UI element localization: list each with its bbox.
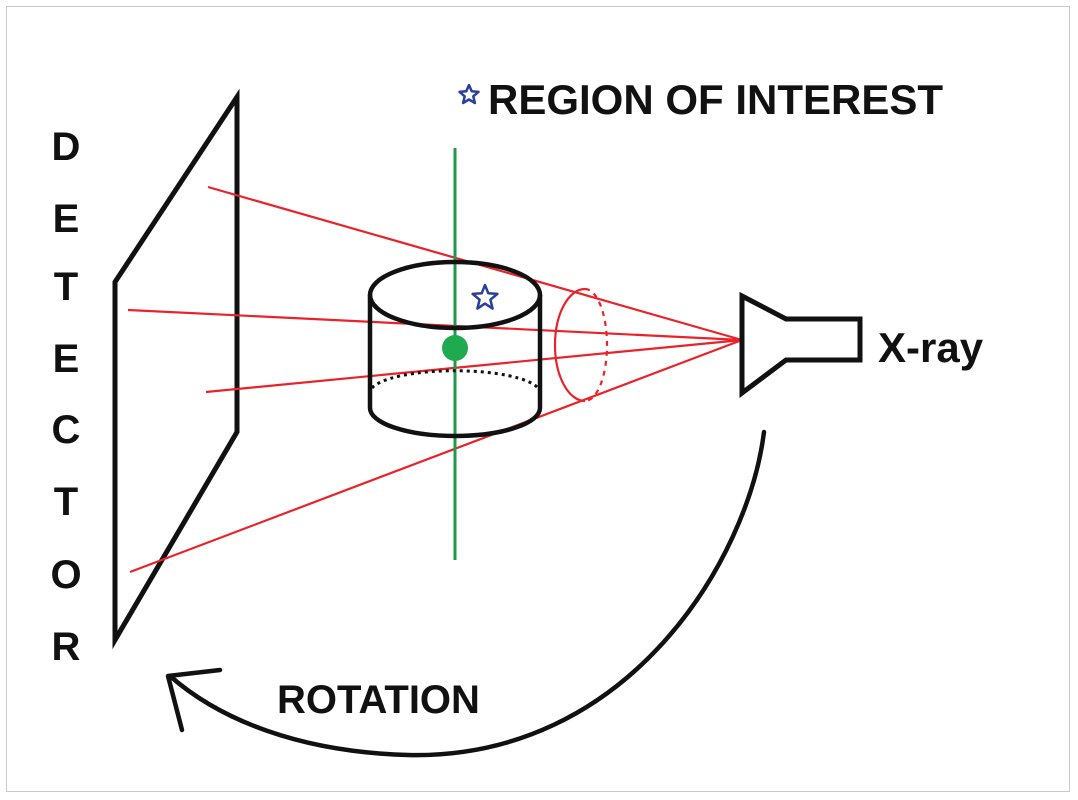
rotation-label: ROTATION (277, 678, 480, 722)
detector-letter: E (53, 337, 80, 381)
xray-source (739, 291, 863, 398)
beam-ellipse-front (553, 287, 586, 403)
detector-letter: R (52, 625, 81, 669)
detector-letter: O (50, 553, 81, 597)
rotation-arrow (165, 429, 767, 758)
beam-ray (205, 338, 743, 394)
cylinder-bottom-front (367, 407, 543, 439)
detector-label: D E T E C T O R (50, 125, 81, 669)
cylinder-bottom-back (370, 369, 540, 390)
xray-label: X-ray (878, 324, 984, 371)
beam-ray (129, 338, 743, 574)
dot-icon (442, 335, 468, 361)
rotation-arrowhead (165, 667, 223, 733)
star-icon (458, 83, 480, 105)
detector-letter: E (53, 197, 80, 241)
roi-legend: REGION OF INTEREST (458, 76, 943, 123)
detector-letter: D (52, 125, 81, 169)
rotation-arc (167, 429, 767, 758)
detector-letter: T (54, 480, 78, 524)
detector-letter: T (54, 265, 78, 309)
beam-rays (127, 185, 743, 574)
roi-label: REGION OF INTEREST (488, 76, 943, 123)
beam-ellipse-back (584, 287, 609, 403)
detector-panel (112, 88, 240, 650)
detector-letter: C (52, 408, 81, 452)
beam-cross-section (553, 287, 609, 403)
star-icon (471, 283, 499, 310)
cylinder-object (367, 259, 543, 439)
